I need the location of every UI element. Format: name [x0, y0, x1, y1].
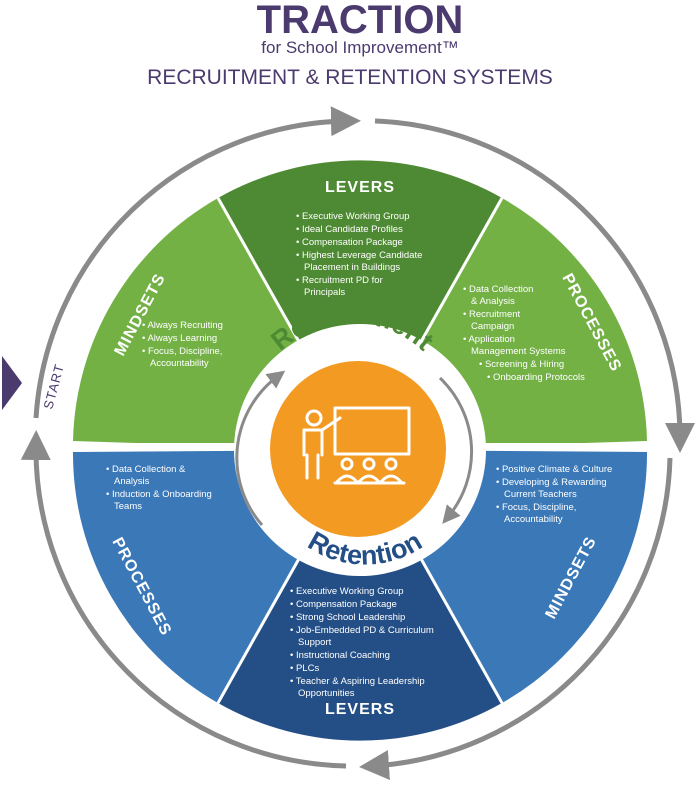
- list-item: • Developing & Rewarding: [496, 477, 607, 488]
- list-item: • Induction & Onboarding: [106, 489, 212, 500]
- list-item: • Focus, Discipline,: [142, 346, 222, 357]
- list-item: • Recruitment PD for: [296, 275, 383, 286]
- list-item: Analysis: [114, 476, 150, 487]
- cycle-arrow-right-top: [374, 118, 695, 453]
- inner-cycle-arrows: [235, 370, 474, 526]
- list-item: • Data Collection &: [106, 464, 186, 475]
- recruitment-levers-list: • Executive Working Group • Ideal Candid…: [296, 211, 422, 298]
- retention-mindsets-list: • Positive Climate & Culture • Developin…: [496, 464, 612, 525]
- wedge-retention-levers: [218, 450, 502, 741]
- list-item: Teams: [114, 501, 142, 512]
- recruitment-processes-list: • Data Collection & Analysis • Recruitme…: [463, 284, 585, 383]
- list-item: • Data Collection: [463, 284, 533, 295]
- cycle-arrow-left-top: [33, 106, 361, 419]
- recruitment-levers-title: LEVERS: [325, 179, 395, 196]
- cycle-arrow-left-bottom: [20, 430, 347, 769]
- list-item: • Instructional Coaching: [290, 650, 390, 661]
- list-item: • Ideal Candidate Profiles: [296, 224, 403, 235]
- cycle-arrow-right-bottom: [359, 457, 673, 780]
- teacher-presenting-icon: [302, 406, 411, 485]
- list-item: • Compensation Package: [296, 237, 403, 248]
- inner-arrow-right: [438, 376, 474, 524]
- recruitment-mindsets-list: • Always Recruiting • Always Learning • …: [142, 320, 223, 369]
- retention-levers-title: LEVERS: [325, 701, 395, 718]
- list-item: • Job-Embedded PD & Curriculum: [290, 625, 434, 636]
- list-item: • Onboarding Protocols: [487, 372, 585, 383]
- retention-levers-list: • Executive Working Group • Compensation…: [290, 586, 434, 699]
- list-item: Current Teachers: [504, 489, 577, 500]
- list-item: • Screening & Hiring: [479, 359, 564, 370]
- list-item: • PLCs: [290, 663, 319, 674]
- list-item: Placement in Buildings: [304, 262, 400, 273]
- list-item: • Highest Leverage Candidate: [296, 250, 422, 261]
- list-item: Principals: [304, 287, 345, 298]
- list-item: • Focus, Discipline,: [496, 502, 576, 513]
- list-item: Opportunities: [298, 688, 355, 699]
- list-item: • Always Learning: [142, 333, 217, 344]
- list-item: • Executive Working Group: [296, 211, 410, 222]
- list-item: • Application: [463, 334, 515, 345]
- center-icon-circle: [270, 361, 446, 537]
- retention-processes-list: • Data Collection & Analysis • Induction…: [106, 464, 212, 512]
- list-item: • Recruitment: [463, 309, 521, 320]
- list-item: • Positive Climate & Culture: [496, 464, 612, 475]
- cycle-arrows: [20, 106, 695, 780]
- list-item: & Analysis: [471, 296, 515, 307]
- diagram-title: RECRUITMENT & RETENTION SYSTEMS: [147, 66, 553, 89]
- list-item: Support: [298, 637, 332, 648]
- inner-arrow-left: [235, 370, 286, 526]
- brand-tagline: for School Improvement™: [261, 38, 458, 57]
- list-item: Accountability: [150, 358, 209, 369]
- brand-logo: TRACTION: [257, 0, 464, 42]
- wedge-recruitment-levers: [218, 160, 502, 451]
- list-item: • Always Recruiting: [142, 320, 223, 331]
- list-item: • Teacher & Aspiring Leadership: [290, 676, 425, 687]
- list-item: • Compensation Package: [290, 599, 397, 610]
- list-item: Campaign: [471, 321, 514, 332]
- list-item: • Executive Working Group: [290, 586, 404, 597]
- list-item: Accountability: [504, 514, 563, 525]
- list-item: • Strong School Leadership: [290, 612, 405, 623]
- list-item: Management Systems: [471, 346, 566, 357]
- start-pointer-icon: [2, 356, 22, 410]
